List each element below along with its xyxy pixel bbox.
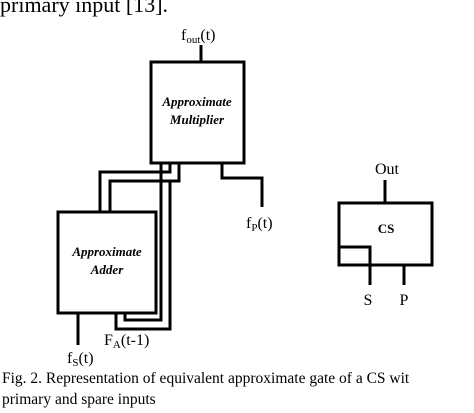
cs-box-label: CS: [378, 221, 395, 236]
adder-label-line2: Adder: [90, 262, 124, 277]
approximate-multiplier-box: [149, 60, 246, 165]
cs-p-label: P: [400, 292, 409, 309]
multiplier-to-adder-wire-inner: [108, 163, 181, 212]
multiplier-label-line2: Multiplier: [169, 112, 225, 127]
f-p-label: fP(t): [246, 215, 273, 234]
f-a-label: FA(t-1): [104, 332, 149, 351]
f-s-label: fS(t): [67, 350, 94, 369]
figure-caption-line2: primary and spare inputs: [2, 391, 156, 408]
cs-s-label: S: [364, 292, 373, 309]
feedback-loop-inner: [123, 215, 163, 322]
cs-inner-corner: [339, 245, 372, 265]
fp-input-wire: [220, 163, 264, 207]
multiplier-to-adder-wire-outer: [98, 163, 172, 212]
cs-out-label: Out: [375, 161, 400, 178]
cs-box: [337, 201, 434, 267]
f-out-label: fout(t): [181, 27, 216, 46]
figure-caption-line1: Fig. 2. Representation of equivalent app…: [2, 370, 410, 387]
multiplier-label-line1: Approximate: [161, 94, 232, 109]
approximate-adder-box: [56, 210, 158, 315]
adder-label-line1: Approximate: [71, 244, 142, 259]
feedback-loop-outer: [114, 215, 172, 331]
top-text-fragment: primary input [13].: [0, 0, 169, 17]
